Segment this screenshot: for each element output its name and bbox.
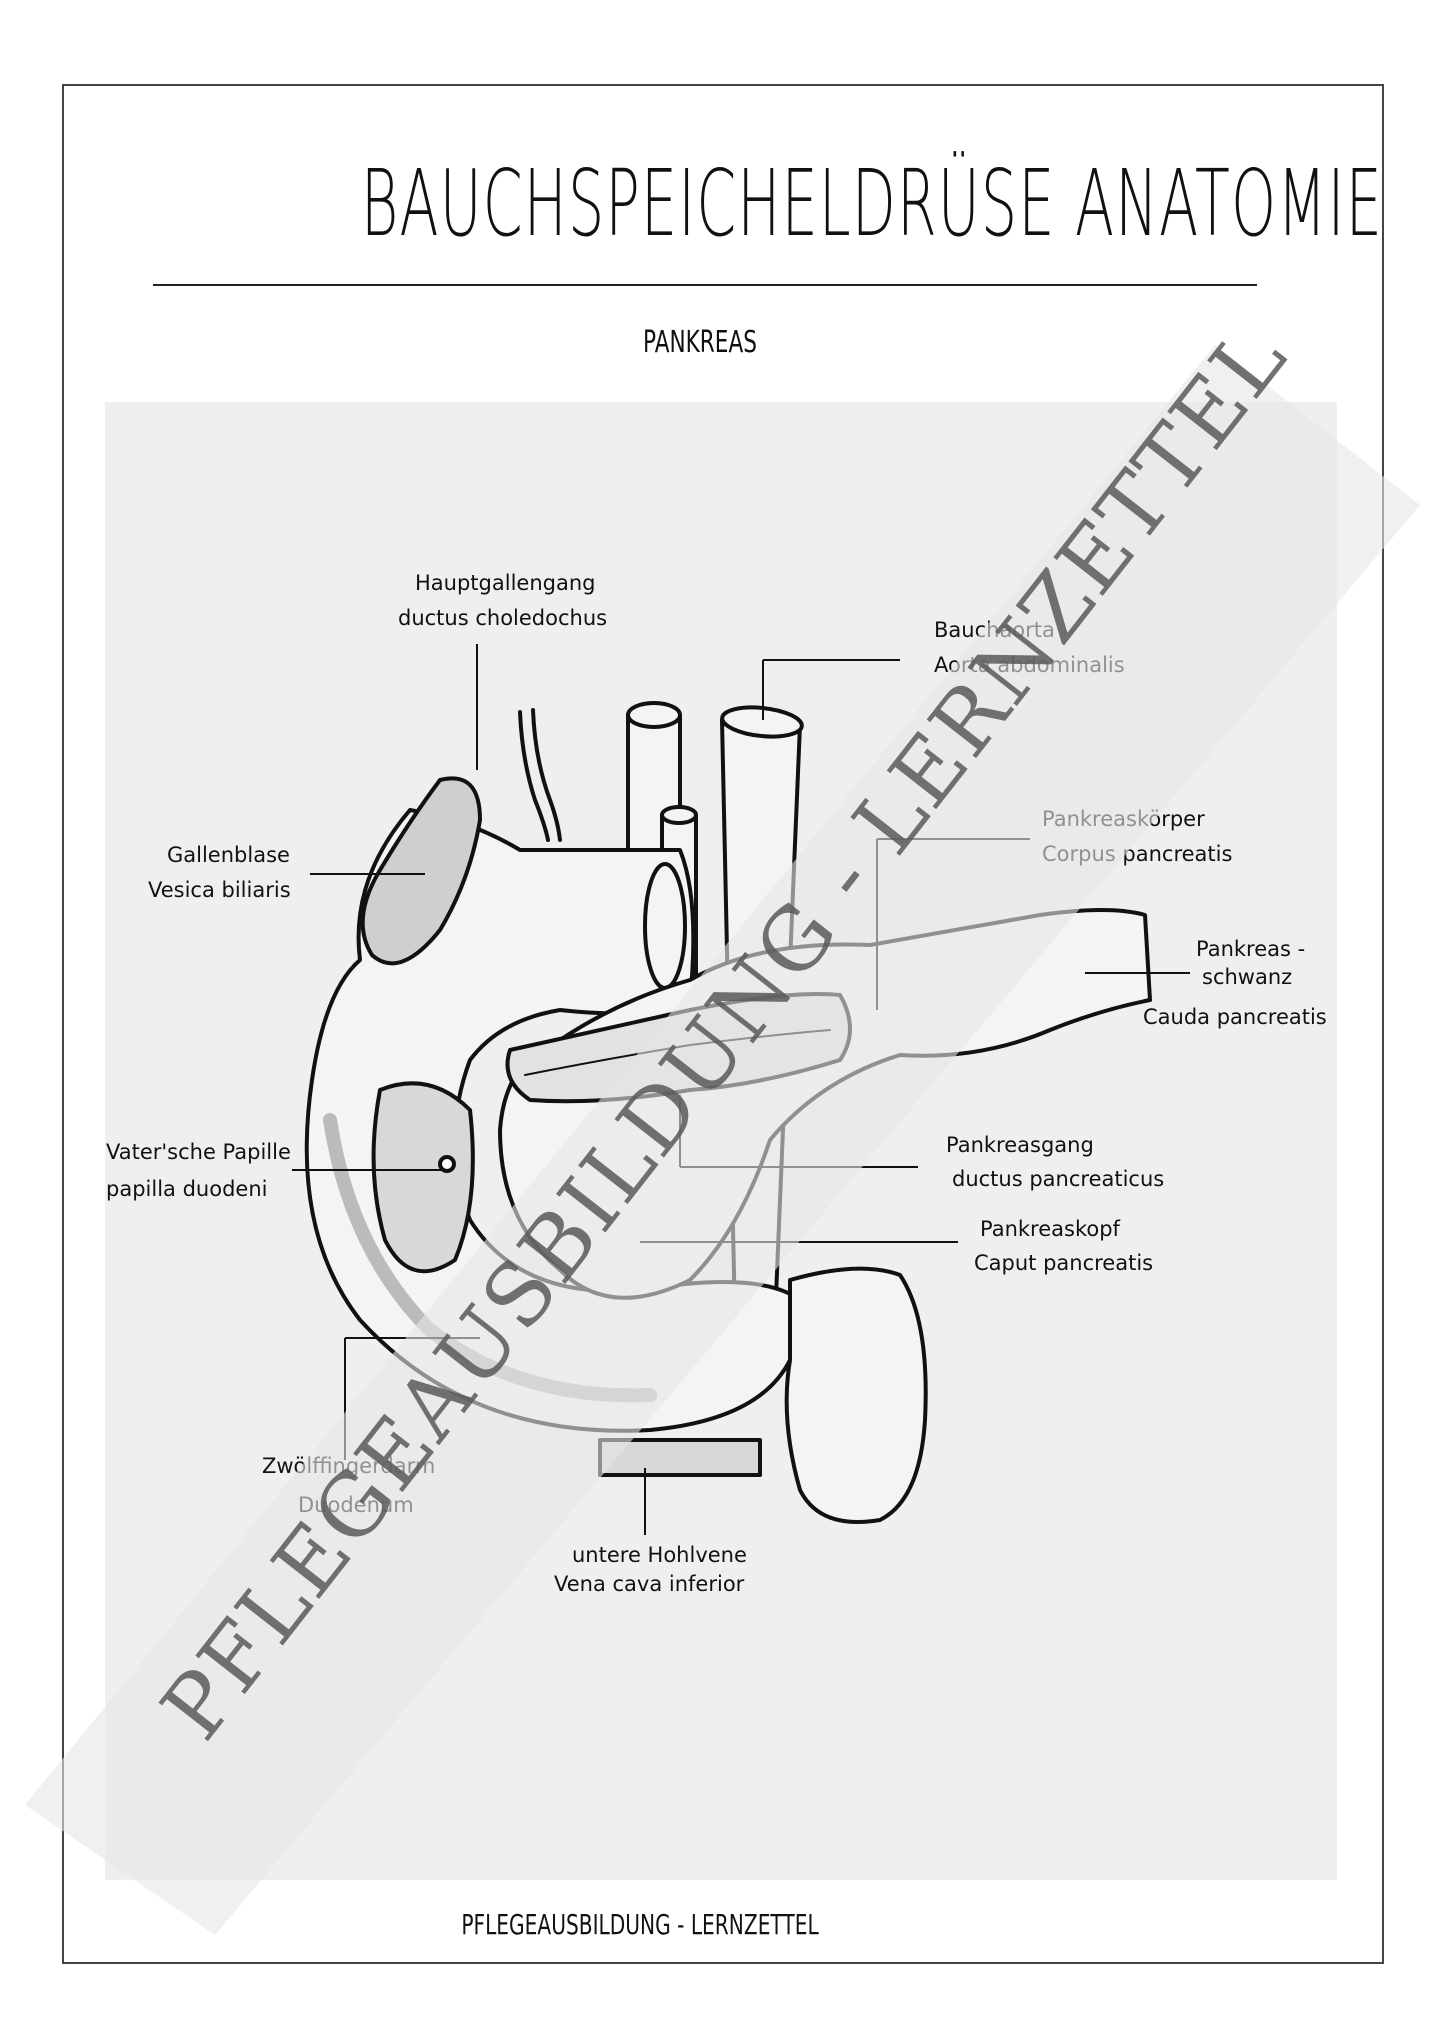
title-divider [153,284,1257,286]
label-schwanz: schwanz [1202,965,1292,989]
label-zwoelffingerdarm: Zwölffingerdarm [262,1454,435,1478]
label-caput-pancreatis: Caput pancreatis [974,1251,1153,1275]
label-pankreas-: Pankreas - [1196,937,1305,961]
label-duodenum: Duodenum [298,1493,414,1517]
label-aorta-abdominalis: Aorta abdominalis [934,653,1125,677]
label-corpus-pancreatis: Corpus pancreatis [1042,842,1232,866]
stomach-outlet [643,862,687,990]
label-pankreaskoerper: Pankreaskörper [1042,807,1205,831]
label-pankreaskopf: Pankreaskopf [980,1217,1121,1241]
label-bauchaorta: Bauchaorta [934,618,1055,642]
label-gallenblase: Gallenblase [167,843,290,867]
label-untere-hohlvene: untere Hohlvene [572,1543,747,1567]
label-hauptgallengang: Hauptgallengang [415,571,595,595]
vena-cava-shape [598,1438,762,1477]
label-vatersche-papille: Vater'sche Papille [106,1140,291,1164]
label-vena-cava-inferior: Vena cava inferior [554,1572,745,1596]
label-pankreasgang: Pankreasgang [946,1133,1094,1157]
vessel-small-top [660,805,698,825]
right-mass-shape [784,1266,928,1524]
label-ductus-choledochus: ductus choledochus [398,606,607,630]
label-ductus-pancreaticus: ductus pancreaticus [952,1167,1164,1191]
papilla-region [371,1081,475,1274]
vessel-left-top [626,701,682,729]
label-papilla-duodeni: papilla duodeni [106,1177,267,1201]
label-cauda-pancreatis: Cauda pancreatis [1143,1005,1327,1029]
page-footer: PFLEGEAUSBILDUNG - LERNZETTEL [461,1908,819,1941]
papilla-dot [438,1155,456,1173]
duct-line-2 [531,708,562,842]
label-vesica-biliaris: Vesica biliaris [148,878,291,902]
